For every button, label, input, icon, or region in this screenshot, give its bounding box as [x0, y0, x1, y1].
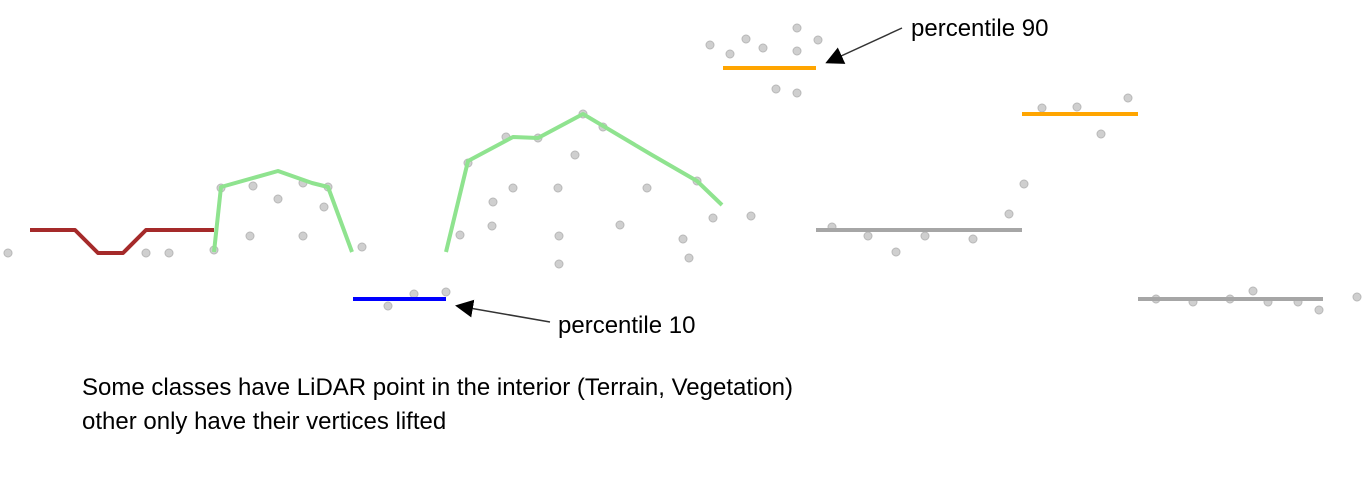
lidar-point — [141, 248, 151, 258]
lidar-point — [554, 259, 564, 269]
lidar-point — [383, 301, 393, 311]
lidar-point — [725, 49, 735, 59]
lidar-point — [642, 183, 652, 193]
arrow-percentile-10 — [455, 299, 551, 323]
lidar-point — [741, 34, 751, 44]
lidar-point — [1248, 286, 1258, 296]
lidar-point — [863, 231, 873, 241]
percentile-90-label: percentile 90 — [911, 15, 1048, 42]
lidar-point — [684, 253, 694, 263]
lidar-point — [1096, 129, 1106, 139]
percentile-10-label: percentile 10 — [558, 312, 695, 339]
caption-line-1: Some classes have LiDAR point in the int… — [82, 374, 794, 401]
lidar-point — [455, 230, 465, 240]
lidar-point — [1352, 292, 1362, 302]
lidar-point — [164, 248, 174, 258]
lidar-point — [3, 248, 13, 258]
lidar-point — [488, 197, 498, 207]
lidar-point — [792, 23, 802, 33]
lidar-point — [1004, 209, 1014, 219]
lidar-point — [758, 43, 768, 53]
lidar-point — [891, 247, 901, 257]
lidar-point — [441, 287, 451, 297]
lidar-point — [678, 234, 688, 244]
red-class-line — [30, 228, 214, 255]
lidar-point — [708, 213, 718, 223]
lidar-point — [409, 289, 419, 299]
lidar-point — [357, 242, 367, 252]
lidar-point — [771, 84, 781, 94]
lidar-point — [968, 234, 978, 244]
lidar-point — [248, 181, 258, 191]
lidar-point — [705, 40, 715, 50]
lidar-point — [553, 183, 563, 193]
lidar-point — [920, 231, 930, 241]
caption: Some classes have LiDAR point in the int… — [82, 371, 793, 439]
lidar-point — [813, 35, 823, 45]
lidar-point — [245, 231, 255, 241]
lidar-point — [554, 231, 564, 241]
lidar-point — [792, 88, 802, 98]
lidar-point — [1037, 103, 1047, 113]
lidar-point — [319, 202, 329, 212]
lidar-points — [3, 23, 1362, 315]
vegetation-line-left — [212, 169, 354, 253]
lidar-point — [570, 150, 580, 160]
lidar-point — [508, 183, 518, 193]
lidar-point — [746, 211, 756, 221]
lidar-point — [298, 231, 308, 241]
lidar-point — [1019, 179, 1029, 189]
vegetation-line-right — [444, 112, 724, 253]
lidar-point — [1123, 93, 1133, 103]
lidar-point — [487, 221, 497, 231]
lidar-point — [273, 194, 283, 204]
lidar-point — [615, 220, 625, 230]
lidar-point — [792, 46, 802, 56]
lidar-point — [1072, 102, 1082, 112]
lidar-point — [1314, 305, 1324, 315]
arrow-percentile-90 — [825, 27, 903, 64]
caption-line-2: other only have their vertices lifted — [82, 408, 447, 435]
